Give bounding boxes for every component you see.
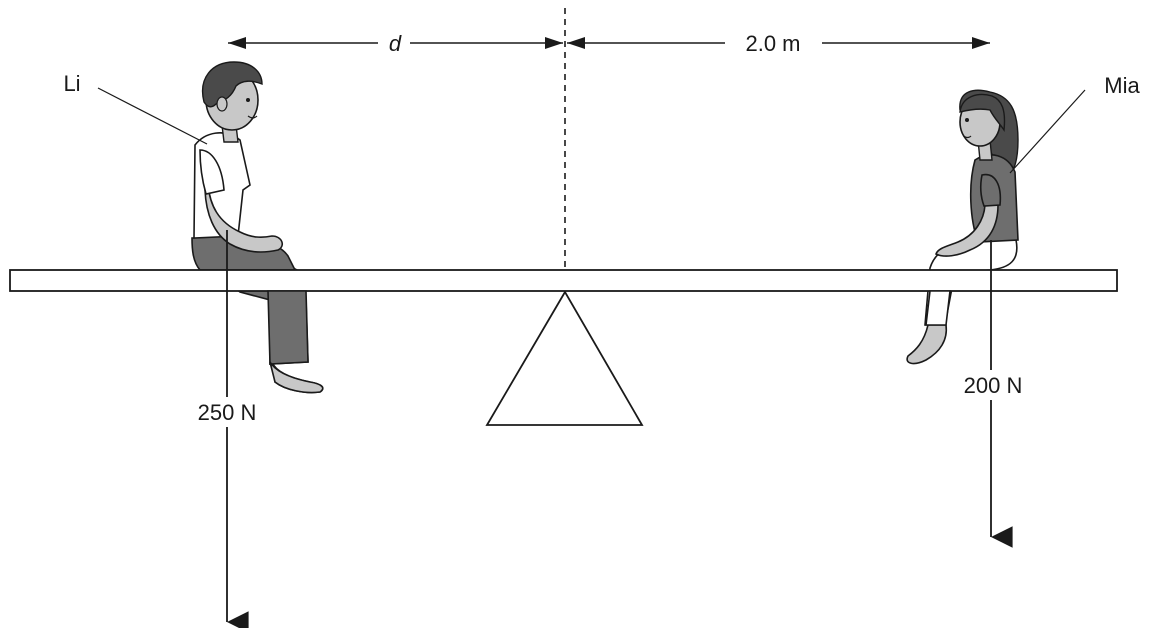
distance-d-label: d [389,31,402,56]
li-leader-line [97,87,208,145]
mia-leader-line [1009,89,1086,174]
mia-name-label: Mia [1104,73,1140,98]
distance-2m-label: 2.0 m [745,31,800,56]
mia-force-label: 200 N [964,373,1023,398]
mia-figure [906,89,1019,365]
li-force-label: 250 N [198,400,257,425]
li-name-label: Li [63,71,80,96]
fulcrum-triangle [485,290,644,426]
seesaw-plank [9,269,1118,292]
distance-d-dimension [228,37,563,49]
li-lower-legs [267,290,324,394]
mia-lower-legs [925,290,951,326]
distance-2m-dimension [567,37,990,49]
